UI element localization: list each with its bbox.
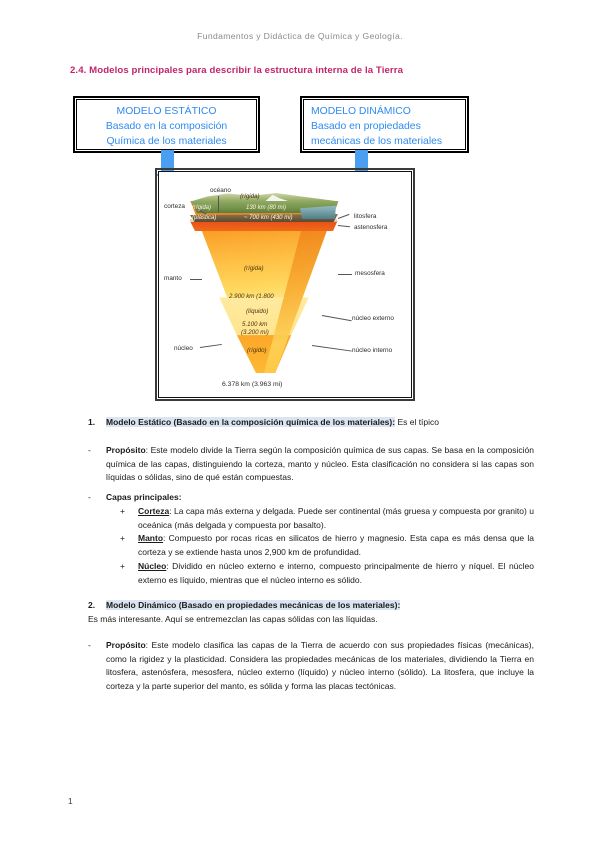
list-marker: - [88,639,91,650]
list-marker: 2. [88,600,96,611]
dynamic-model-title: MODELO DINÁMICO [311,106,411,117]
list-marker: - [88,444,91,455]
ocean-water [300,205,336,219]
static-model-box: MODELO ESTÁTICO Basado en la composición… [73,96,260,153]
mountain-snow-cap [265,194,288,201]
list-item-modelo-estatico: 1. Modelo Estático (Basado en la composic… [0,416,600,430]
leader-line-oceano [218,196,219,212]
figure-label-nucleo-externo: núcleo externo [352,315,394,322]
list-item-corteza: + Corteza: La capa más externa y delgada.… [0,505,600,533]
proposito-text: : Este modelo clasifica las capas de la … [106,639,534,692]
list-item-nucleo: + Núcleo: Dividido en núcleo externo e in… [0,560,600,588]
modelo-dinamico-followup: Es más interesante. Aquí se entremezclan… [88,614,378,625]
figure-label-depth-700: ~ 700 km (430 mi) [244,215,293,221]
figure-label-rigida-top: (rígida) [240,193,260,200]
figure-label-litosfera: litosfera [354,213,377,220]
list-marker: + [120,505,125,516]
leader-line-mesosfera [338,274,352,275]
figure-label-plastica: (plástica) [192,215,217,221]
figure-label-rigida-band: (rígida) [192,205,212,211]
modelo-estatico-title: Modelo Estático (Basado en la composició… [106,417,396,427]
dynamic-model-box: MODELO DINÁMICO Basado en propiedades me… [300,96,469,153]
nucleo-text: : Dividido en núcleo externo e interno, … [138,560,534,585]
asthenosphere-band [190,221,338,231]
proposito-text: : Este modelo divide la Tierra según la … [106,444,534,483]
figure-caption-radius: 6.378 km (3.963 mi) [222,381,283,388]
list-item-capas-principales: - Capas principales: [0,491,600,505]
figure-label-depth-5100-a: 5.100 km [242,321,268,328]
figure-label-depth-2900: 2.900 km (1.800 [229,293,274,300]
page-number: 1 [68,796,73,806]
list-item-proposito-dinamico: - Propósito: Este modelo clasifica las ca… [0,639,600,694]
figure-label-depth-130: 130 km (80 mi) [246,205,287,211]
figure-label-rigida-manto: (rígida) [244,265,264,272]
figure-label-mesosfera: mesosfera [355,270,385,277]
figure-label-astenosfera: astenosfera [354,224,388,231]
figure-label-oceano: océano [210,187,231,194]
arrow-shaft [161,150,174,174]
proposito-label: Propósito [106,639,146,650]
document-body: 1. Modelo Estático (Basado en la composic… [0,416,600,694]
figure-label-nucleo: núcleo [174,345,193,352]
list-item-modelo-dinamico: 2. Modelo Dinámico (Basado en propiedades… [0,599,600,613]
list-marker: - [88,492,91,503]
list-item-manto: + Manto: Compuesto por rocas ricas en sil… [0,532,600,560]
list-marker: + [120,560,125,571]
proposito-label: Propósito [106,444,146,455]
figure-label-depth-5100-b: (3.200 mi) [241,329,269,336]
corteza-text: : La capa más externa y delgada. Puede s… [138,505,534,530]
figure-label-corteza: corteza [164,203,185,210]
static-model-line3: Química de los materiales [106,136,227,148]
list-marker: 1. [88,417,96,427]
figure-label-rigido-core: (rígido) [247,347,267,354]
earth-structure-figure: corteza océano manto núcleo (rígida) (rí… [155,168,415,401]
list-item-proposito-estatico: - Propósito: Este modelo divide la Tierra… [0,444,600,485]
capas-principales-label: Capas principales: [106,492,182,503]
earth-wedge-illustration [184,187,344,383]
manto-text: : Compuesto por rocas ricas en silicatos… [138,533,534,558]
leader-line-manto [190,279,202,280]
section-heading: 2.4. Modelos principales para describir … [70,65,404,76]
modelo-dinamico-title: Modelo Dinámico (Basado en propiedades m… [106,600,401,611]
figure-inner: corteza océano manto núcleo (rígida) (rí… [162,175,408,394]
crust-band [190,214,338,222]
corteza-term: Corteza [138,505,170,516]
dynamic-model-line3: mecánicas de los materiales [311,136,443,148]
static-model-line2: Basado en la composición [105,121,228,133]
manto-term: Manto [138,533,164,544]
dynamic-model-line2: Basado en propiedades [311,121,421,133]
figure-label-liquido: (líquido) [246,308,269,315]
list-marker: + [120,533,125,544]
static-model-title: MODELO ESTÁTICO [116,106,217,117]
modelo-estatico-tail: Es el típico [395,417,440,427]
figure-label-manto: manto [164,275,182,282]
running-header: Fundamentos y Didáctica de Química y Geo… [197,31,403,41]
figure-label-nucleo-interno: núcleo interno [352,347,393,354]
nucleo-term: Núcleo [138,560,167,571]
